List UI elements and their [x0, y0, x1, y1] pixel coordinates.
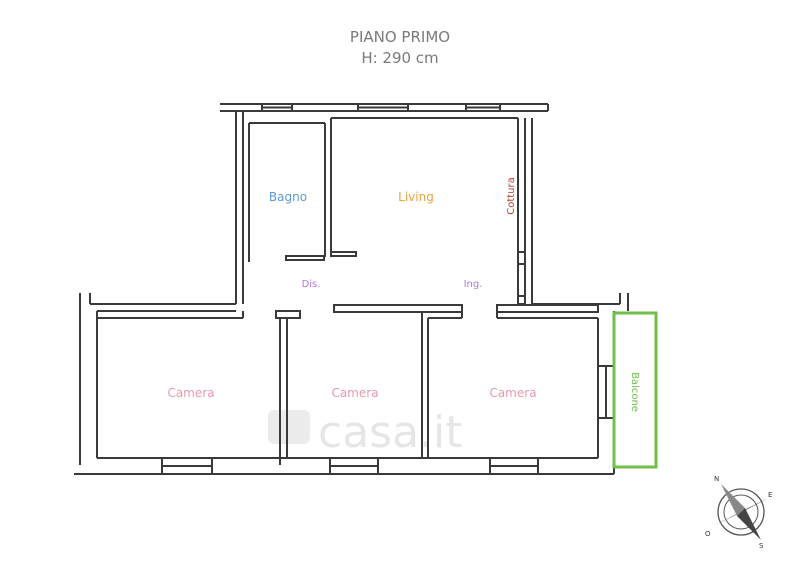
compass-north-label: N	[714, 475, 719, 483]
room-label-camera-left: Camera	[167, 386, 214, 400]
room-label-camera-middle: Camera	[331, 386, 378, 400]
room-label-living: Living	[398, 190, 434, 204]
room-label-bagno: Bagno	[269, 190, 307, 204]
room-label-balcone: Balcone	[629, 372, 640, 412]
room-label-camera-right: Camera	[489, 386, 536, 400]
watermark: casa.it	[268, 407, 463, 458]
compass-west-label: O	[705, 530, 711, 538]
room-label-ingresso: Ing.	[464, 279, 483, 290]
compass-south-label: S	[759, 542, 764, 550]
balcony-outline	[612, 311, 658, 469]
compass-east-label: E	[768, 491, 772, 499]
room-label-disimpegno: Dis.	[302, 279, 321, 290]
plan-title: PIANO PRIMO	[349, 28, 451, 46]
room-label-cottura: Cottura	[506, 177, 517, 215]
plan-height: H: 290 cm	[361, 49, 439, 67]
walls	[74, 103, 629, 475]
compass-icon: N E S O	[705, 475, 772, 550]
watermark-text: casa.it	[318, 407, 463, 458]
